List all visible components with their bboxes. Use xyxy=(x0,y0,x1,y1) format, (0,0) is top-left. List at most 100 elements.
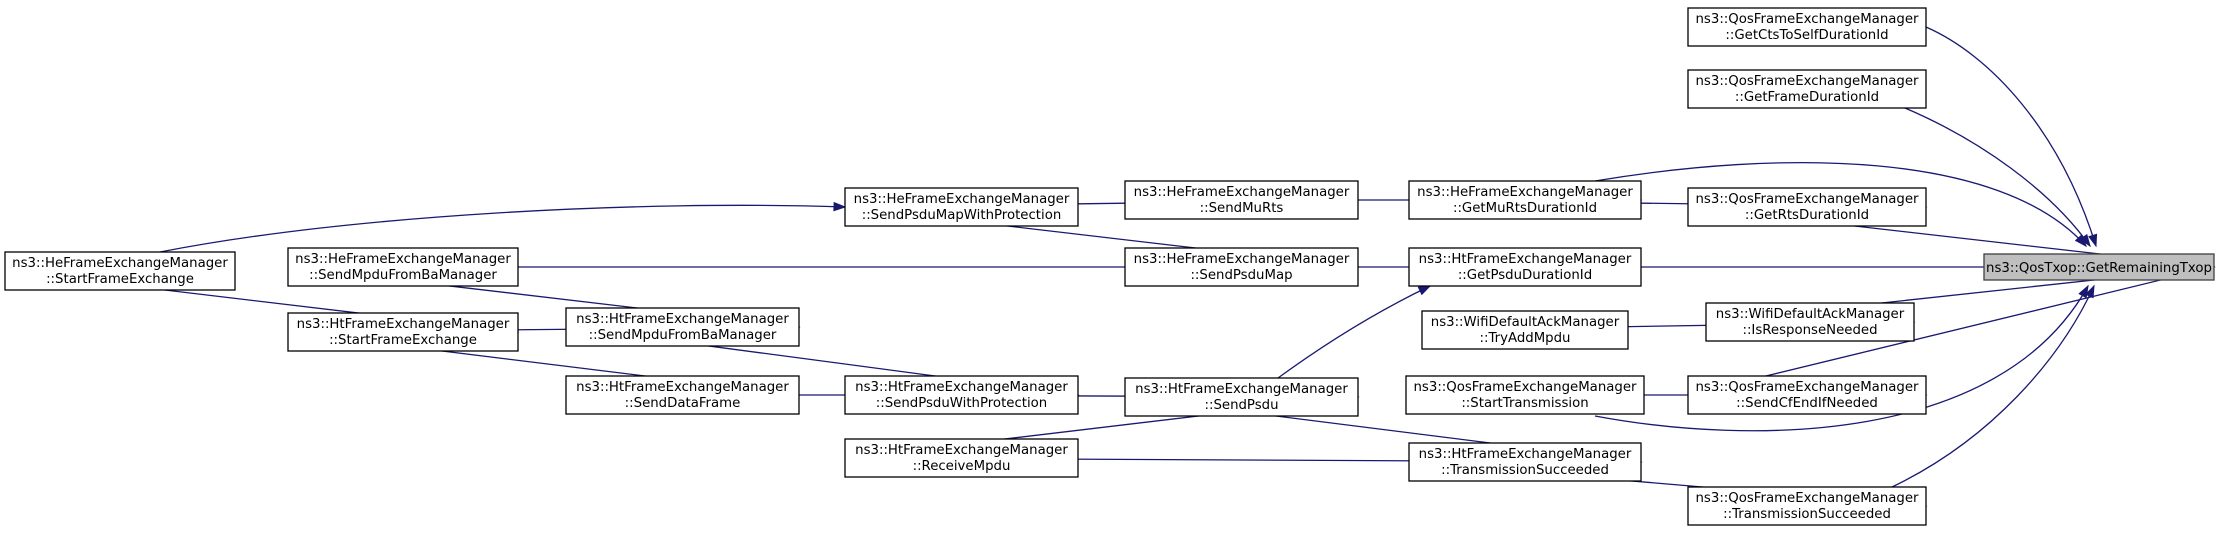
node-label-line2: ::GetMuRtsDurationId xyxy=(1453,201,1597,216)
node-label-line2: ::TransmissionSucceeded xyxy=(1723,507,1891,522)
node-box xyxy=(1687,375,1927,415)
arrowhead-icon xyxy=(833,201,847,212)
node-box xyxy=(1705,302,1915,342)
arrowhead-icon xyxy=(2084,284,2095,299)
node-label-line2: ::SendMpduFromBaManager xyxy=(589,328,777,343)
edge-line xyxy=(1904,107,2091,247)
node-label-line2: ::GetCtsToSelfDurationId xyxy=(1725,28,1888,43)
node-label-line1: ns3::HtFrameExchangeManager xyxy=(297,317,510,332)
node-W_TryAddMpdu[interactable]: ns3::WifiDefaultAckManager::TryAddMpdu xyxy=(1421,310,1629,350)
arrowhead-icon xyxy=(2078,284,2089,299)
edge-line xyxy=(1891,285,2095,488)
node-label-line1: ns3::WifiDefaultAckManager xyxy=(1716,307,1905,322)
node-label-line2: ::SendCfEndIfNeeded xyxy=(1736,396,1878,411)
node-Ht_SendPsduWithProtection[interactable]: ns3::HtFrameExchangeManager::SendPsduWit… xyxy=(844,375,1079,415)
node-label-line1: ns3::WifiDefaultAckManager xyxy=(1431,315,1620,330)
edge-line xyxy=(1594,161,2087,247)
node-label-line1: ns3::QosFrameExchangeManager xyxy=(1696,192,1920,207)
edge-He_GetMuRtsDurationId-to-GetRemainingTxop xyxy=(1594,161,2087,248)
node-label-line1: ns3::HtFrameExchangeManager xyxy=(855,443,1068,458)
node-label-line1: ns3::QosFrameExchangeManager xyxy=(1414,380,1638,395)
node-box xyxy=(844,438,1079,478)
node-label-line1: ns3::HtFrameExchangeManager xyxy=(1419,252,1632,267)
node-label-line1: ns3::QosFrameExchangeManager xyxy=(1696,12,1920,27)
node-label-line2: ::SendPsdu xyxy=(1204,398,1278,413)
node-box xyxy=(1405,375,1645,415)
arrowhead-icon xyxy=(2074,234,2087,248)
node-Q_GetFrameDurationId[interactable]: ns3::QosFrameExchangeManager::GetFrameDu… xyxy=(1687,69,1927,109)
node-box xyxy=(287,312,519,352)
node-He_SendMuRts[interactable]: ns3::HeFrameExchangeManager::SendMuRts xyxy=(1124,180,1359,220)
node-He_SendPsduMap[interactable]: ns3::HeFrameExchangeManager::SendPsduMap xyxy=(1124,247,1359,287)
node-Q_GetCtsToSelfDurationId[interactable]: ns3::QosFrameExchangeManager::GetCtsToSe… xyxy=(1687,7,1927,47)
node-box xyxy=(1408,442,1642,482)
edge-line xyxy=(1277,285,1431,379)
node-label-line1: ns3::HtFrameExchangeManager xyxy=(1419,447,1632,462)
node-label-line1: ns3::HtFrameExchangeManager xyxy=(576,312,789,327)
edge-line xyxy=(1594,285,2089,432)
node-label-line1: ns3::HeFrameExchangeManager xyxy=(12,256,228,271)
node-box xyxy=(1408,247,1642,287)
node-box xyxy=(1124,247,1359,287)
edge-line xyxy=(159,204,846,253)
node-label-line1: ns3::HeFrameExchangeManager xyxy=(1134,252,1350,267)
node-label-line1: ns3::HtFrameExchangeManager xyxy=(576,380,789,395)
node-Ht_GetPsduDurationId[interactable]: ns3::HtFrameExchangeManager::GetPsduDura… xyxy=(1408,247,1642,287)
node-Q_StartTransmission[interactable]: ns3::QosFrameExchangeManager::StartTrans… xyxy=(1405,375,1645,415)
node-Q_GetRtsDurationId[interactable]: ns3::QosFrameExchangeManager::GetRtsDura… xyxy=(1687,187,1927,227)
node-label-line2: ::GetPsduDurationId xyxy=(1458,268,1592,283)
node-label-line1: ns3::QosFrameExchangeManager xyxy=(1696,74,1920,89)
node-box xyxy=(844,187,1079,227)
node-box xyxy=(1687,486,1927,526)
node-label: ns3::QosTxop::GetRemainingTxop xyxy=(1986,261,2212,276)
node-label-line2: ::SendDataFrame xyxy=(625,396,741,411)
node-He_SendPsduMapWithProtection[interactable]: ns3::HeFrameExchangeManager::SendPsduMap… xyxy=(844,187,1079,227)
node-box xyxy=(1983,253,2215,281)
node-box xyxy=(1124,180,1359,220)
node-box xyxy=(565,307,800,347)
node-label-line2: ::TransmissionSucceeded xyxy=(1441,463,1609,478)
node-Ht_SendDataFrame[interactable]: ns3::HtFrameExchangeManager::SendDataFra… xyxy=(565,375,800,415)
node-He_StartFrameExchange[interactable]: ns3::HeFrameExchangeManager::StartFrameE… xyxy=(4,251,236,291)
node-GetRemainingTxop[interactable]: ns3::QosTxop::GetRemainingTxop xyxy=(1983,253,2215,281)
node-He_SendMpduFromBaManager[interactable]: ns3::HeFrameExchangeManager::SendMpduFro… xyxy=(287,247,519,287)
node-label-line2: ::IsResponseNeeded xyxy=(1742,323,1877,338)
node-label-line2: ::ReceiveMpdu xyxy=(913,459,1011,474)
node-label-line2: ::SendPsduMapWithProtection xyxy=(862,208,1062,223)
edge-Q_GetFrameDurationId-to-GetRemainingTxop xyxy=(1904,107,2091,248)
node-box xyxy=(4,251,236,291)
node-label-line2: ::TryAddMpdu xyxy=(1480,331,1571,346)
edge-line xyxy=(1925,26,2097,247)
node-label-line2: ::StartFrameExchange xyxy=(329,333,477,348)
node-W_IsResponseNeeded[interactable]: ns3::WifiDefaultAckManager::IsResponseNe… xyxy=(1705,302,1915,342)
node-label-line2: ::SendPsduWithProtection xyxy=(876,396,1048,411)
node-label-line2: ::StartFrameExchange xyxy=(46,272,194,287)
node-Ht_StartFrameExchange[interactable]: ns3::HtFrameExchangeManager::StartFrameE… xyxy=(287,312,519,352)
node-box xyxy=(1687,7,1927,47)
node-Ht_SendPsdu[interactable]: ns3::HtFrameExchangeManager::SendPsdu xyxy=(1124,377,1359,417)
node-label-line1: ns3::HeFrameExchangeManager xyxy=(1134,185,1350,200)
edge-Q_GetCtsToSelfDurationId-to-GetRemainingTxop xyxy=(1925,26,2098,248)
edge-Ht_SendPsdu-to-Ht_GetPsduDurationId xyxy=(1277,285,1432,379)
node-label-line1: ns3::HeFrameExchangeManager xyxy=(295,252,511,267)
node-label-line2: ::SendMuRts xyxy=(1200,201,1284,216)
edge-line xyxy=(1687,266,2215,396)
node-box xyxy=(844,375,1079,415)
node-Q_SendCfEndIfNeeded[interactable]: ns3::QosFrameExchangeManager::SendCfEndI… xyxy=(1687,375,1927,415)
node-label-line1: ns3::HtFrameExchangeManager xyxy=(855,380,1068,395)
node-label-line2: ::GetRtsDurationId xyxy=(1745,208,1869,223)
node-label-line1: ns3::HeFrameExchangeManager xyxy=(1417,185,1633,200)
edge-Q_TransmissionSucceeded-to-GetRemainingTxop xyxy=(1891,284,2095,488)
node-He_GetMuRtsDurationId[interactable]: ns3::HeFrameExchangeManager::GetMuRtsDur… xyxy=(1408,180,1642,220)
node-Q_TransmissionSucceeded[interactable]: ns3::QosFrameExchangeManager::Transmissi… xyxy=(1687,486,1927,526)
node-label-line1: ns3::QosFrameExchangeManager xyxy=(1696,491,1920,506)
node-Ht_ReceiveMpdu[interactable]: ns3::HtFrameExchangeManager::ReceiveMpdu xyxy=(844,438,1079,478)
node-Ht_SendMpduFromBaManager[interactable]: ns3::HtFrameExchangeManager::SendMpduFro… xyxy=(565,307,800,347)
arrowhead-icon xyxy=(1417,285,1432,296)
node-box xyxy=(1421,310,1629,350)
node-label-line2: ::GetFrameDurationId xyxy=(1735,90,1879,105)
node-box xyxy=(287,247,519,287)
node-Ht_TransmissionSucceeded[interactable]: ns3::HtFrameExchangeManager::Transmissio… xyxy=(1408,442,1642,482)
edge-He_StartFrameExchange-to-He_SendPsduMapWithProtection xyxy=(159,201,847,253)
